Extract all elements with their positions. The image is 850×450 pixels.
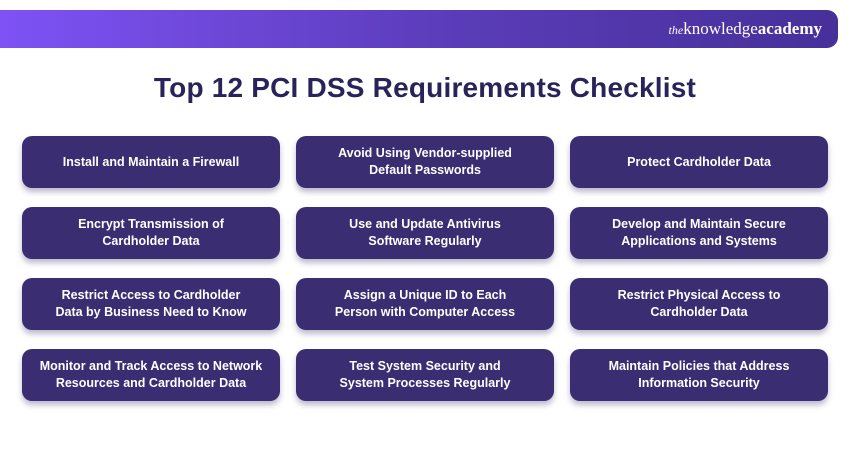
requirement-label: Install and Maintain a Firewall <box>62 154 240 169</box>
requirement-card-antivirus: Use and Update Antivirus Software Regula… <box>296 207 554 259</box>
logo-academy: academy <box>757 19 822 38</box>
requirement-label: Person with Computer Access <box>334 305 516 319</box>
header-bar: theknowledgeacademy <box>0 10 838 48</box>
requirement-card-encrypt-transmission: Encrypt Transmission of Cardholder Data <box>22 207 280 259</box>
requirement-card-restrict-access: Restrict Access to Cardholder Data by Bu… <box>22 278 280 330</box>
requirement-label: Maintain Policies that Address <box>608 359 790 373</box>
requirement-label: Applications and Systems <box>621 234 777 248</box>
requirement-card-firewall: Install and Maintain a Firewall <box>22 136 280 188</box>
brand-logo: theknowledgeacademy <box>669 20 822 38</box>
requirement-label: Avoid Using Vendor-supplied <box>338 146 512 160</box>
requirement-card-secure-applications: Develop and Maintain Secure Applications… <box>570 207 828 259</box>
requirement-label: Encrypt Transmission of <box>78 217 224 231</box>
requirement-card-physical-access: Restrict Physical Access to Cardholder D… <box>570 278 828 330</box>
requirement-label: Monitor and Track Access to Network <box>39 359 263 373</box>
requirement-card-default-passwords: Avoid Using Vendor-supplied Default Pass… <box>296 136 554 188</box>
requirement-card-protect-data: Protect Cardholder Data <box>570 136 828 188</box>
requirement-label: Test System Security and <box>349 359 501 373</box>
requirement-card-unique-id: Assign a Unique ID to Each Person with C… <box>296 278 554 330</box>
requirement-label: Information Security <box>638 376 760 390</box>
requirement-label: Cardholder Data <box>102 234 200 248</box>
requirement-label: Resources and Cardholder Data <box>55 376 247 390</box>
requirement-label: Assign a Unique ID to Each <box>343 288 507 302</box>
requirement-label: Restrict Physical Access to <box>617 288 781 302</box>
requirement-label: Develop and Maintain Secure <box>612 217 786 231</box>
requirement-label: Protect Cardholder Data <box>627 154 771 169</box>
requirement-label: System Processes Regularly <box>339 376 511 390</box>
logo-the: the <box>668 23 684 37</box>
requirement-label: Use and Update Antivirus <box>349 217 501 231</box>
requirement-card-maintain-policies: Maintain Policies that Address Informati… <box>570 349 828 401</box>
logo-knowledge: knowledge <box>683 19 758 38</box>
requirement-card-monitor-track: Monitor and Track Access to Network Reso… <box>22 349 280 401</box>
page-title: Top 12 PCI DSS Requirements Checklist <box>153 72 697 103</box>
requirement-label: Data by Business Need to Know <box>55 305 247 319</box>
requirements-grid: Install and Maintain a Firewall Avoid Us… <box>22 136 828 401</box>
requirement-card-test-security: Test System Security and System Processe… <box>296 349 554 401</box>
requirement-label: Default Passwords <box>369 163 481 177</box>
requirement-label: Restrict Access to Cardholder <box>61 288 241 302</box>
requirement-label: Software Regularly <box>368 234 482 248</box>
requirement-label: Cardholder Data <box>650 305 748 319</box>
